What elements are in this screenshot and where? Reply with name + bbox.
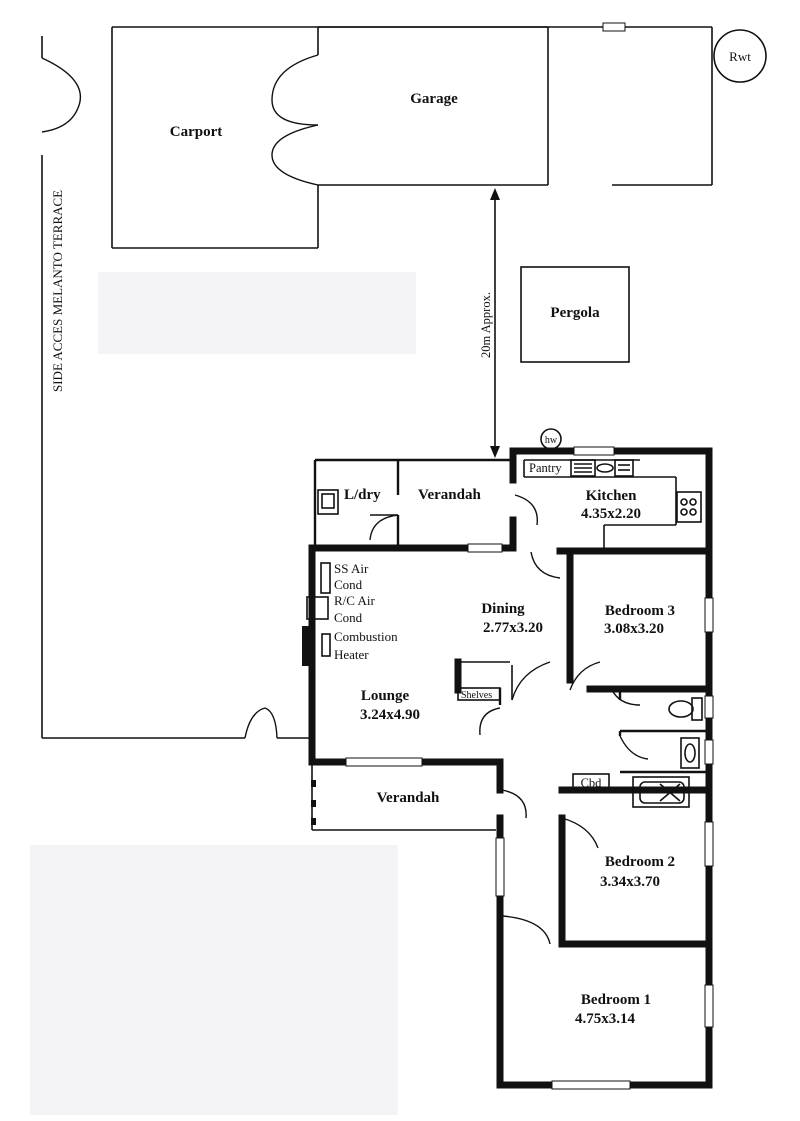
shade-patch-lower [30,845,398,1115]
laundry-trough-symbol [317,489,339,515]
lounge-dims: 3.24x4.90 [360,707,420,723]
front-verandah-label: Verandah [377,790,440,806]
ldry-label: L/dry [344,487,381,503]
kitchen-sink-icon [676,491,702,523]
shade-patch-upper [98,272,416,354]
cbd-box [572,773,610,791]
garage-label: Garage [410,91,458,107]
street-label: SIDE ACCES MELANTO TERRACE [50,190,65,392]
bedroom1-dims: 4.75x3.14 [575,1011,636,1027]
pantry-label: Pantry [529,461,562,475]
toilet-icon [668,697,703,721]
kitchen-door-swing [530,551,561,579]
stove-icon [570,459,634,477]
bedroom2-dims: 3.34x3.70 [600,874,660,890]
heater-label-2: Heater [334,647,369,662]
rc-air-label-2: Cond [334,610,363,625]
rear-verandah-door-swing [514,494,539,526]
rc-air-label-1: R/C Air [334,593,375,608]
pergola-outline [520,266,630,363]
cbd-label: Cbd [581,776,603,790]
heater-label-1: Combustion [334,629,398,644]
carport-label: Carport [170,124,223,140]
bathtub-icon [632,776,690,808]
ss-air-label-2: Cond [334,577,363,592]
shelves-label: Shelves [461,690,492,701]
pergola-label: Pergola [550,305,600,321]
front-verandah-outline [311,765,496,831]
hall-door-swings [479,661,649,945]
rwt-label: Rwt [729,49,751,64]
kitchen-dims: 4.35x2.20 [581,506,641,522]
windows [345,446,714,1090]
bedroom3-label: Bedroom 3 [605,603,675,619]
dining-partition [454,658,510,705]
hw-label: hw [545,435,558,446]
dining-dims: 2.77x3.20 [483,620,543,636]
rainwater-tank-symbol [713,29,767,83]
basin-icon [680,737,700,769]
kitchen-label: Kitchen [586,488,637,504]
bedroom2-label: Bedroom 2 [605,854,675,870]
rear-wing-walls [313,458,513,548]
rear-verandah-label: Verandah [418,487,481,503]
garage-outline [318,26,549,186]
fixture-symbols [302,562,331,666]
distance-note: 20m Approx. [479,292,493,358]
dining-label: Dining [481,601,525,617]
distance-arrow [490,188,500,458]
ss-air-label-1: SS Air [334,561,369,576]
ldry-door-swing [369,514,399,541]
lounge-label: Lounge [361,688,410,704]
bedroom3-dims: 3.08x3.20 [604,621,664,637]
carport-outline [111,27,319,249]
bedroom1-label: Bedroom 1 [581,992,651,1008]
